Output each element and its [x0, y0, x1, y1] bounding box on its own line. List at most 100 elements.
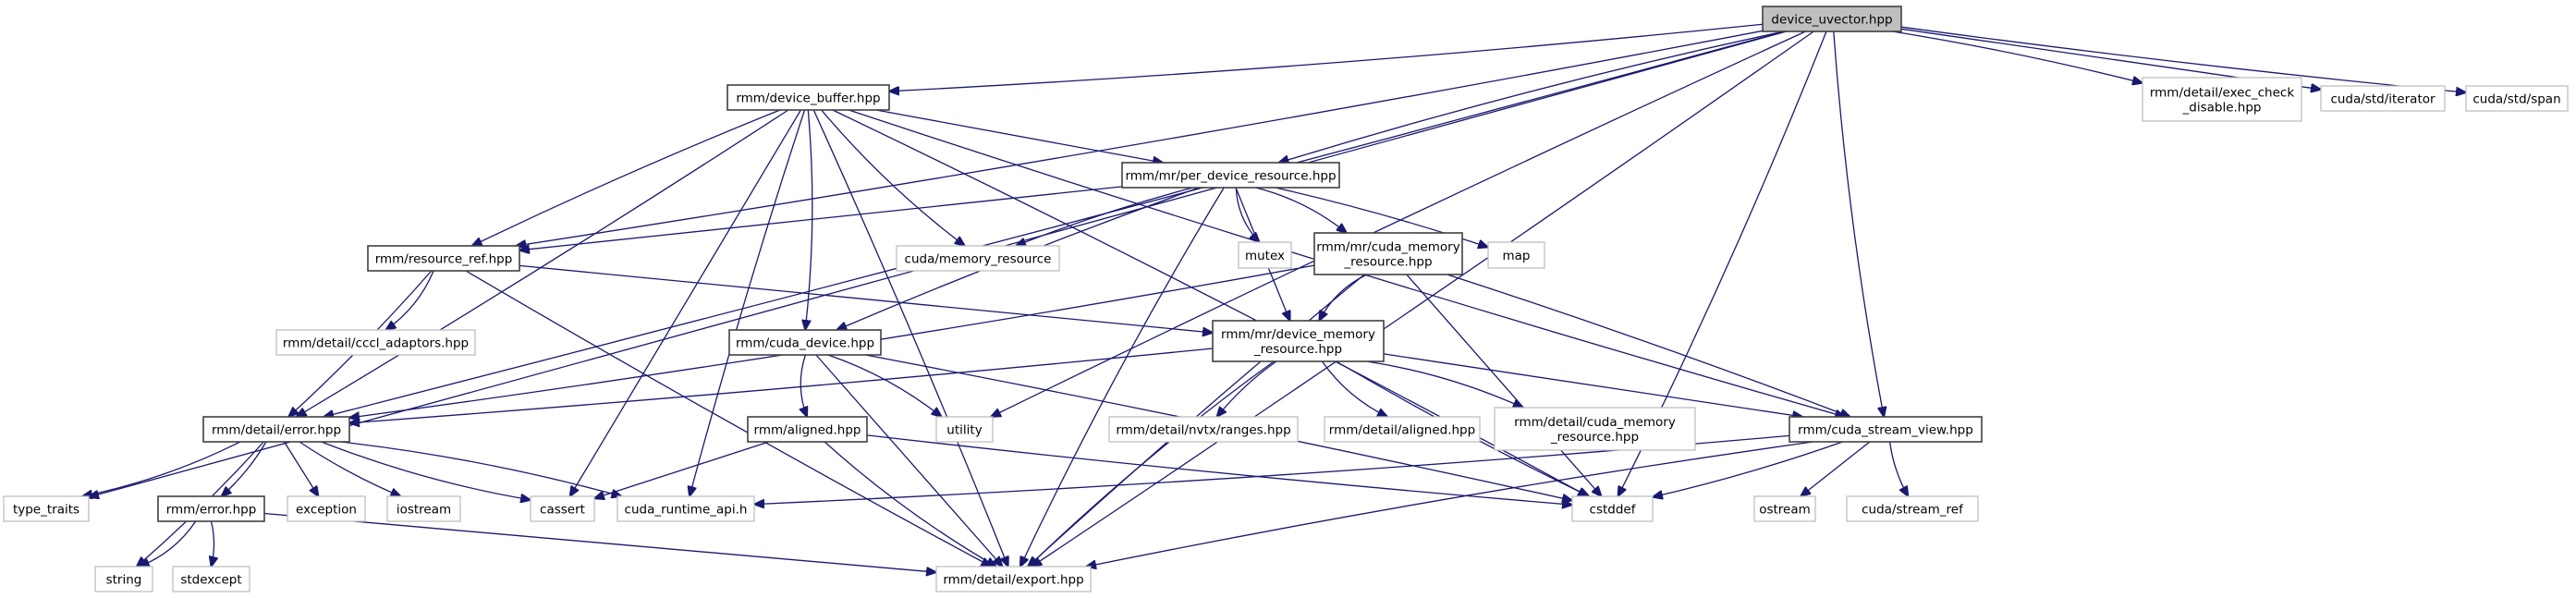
edge-stream_view-to-stream_ref	[1888, 441, 1909, 496]
edge-device_mr-to-detail_cuda_mr	[1366, 360, 1523, 408]
node-box	[935, 566, 1092, 592]
node-label: _resource.hpp	[1550, 430, 1639, 445]
node-box	[1324, 416, 1481, 443]
node-cuda_device[interactable]: rmm/cuda_device.hpp	[728, 329, 882, 356]
edge-device_buffer-to-export	[812, 109, 1007, 567]
edge-device_mr-to-export	[1029, 360, 1275, 567]
node-type_traits: type_traits	[3, 495, 90, 522]
node-device_buffer[interactable]: rmm/device_buffer.hpp	[726, 84, 890, 111]
edge-device_mr-to-detail_error	[349, 348, 1214, 423]
node-box	[1789, 416, 1983, 443]
edge-mr_cuda_mr-to-stream_view	[1447, 274, 1850, 417]
edge-detail_error-to-iostream	[299, 441, 401, 496]
node-label: utility	[946, 423, 982, 438]
node-uvector[interactable]: device_uvector.hpp	[1762, 6, 1902, 32]
node-ostream: ostream	[1753, 495, 1816, 522]
node-label: cuda/stream_ref	[1862, 503, 1964, 518]
edge-error-to-string	[140, 520, 197, 567]
node-box	[2320, 85, 2446, 112]
node-memory_resource: cuda/memory_resource	[896, 245, 1060, 272]
node-label: rmm/resource_ref.hpp	[375, 252, 513, 267]
edge-uvector-to-device_buffer	[889, 23, 1764, 92]
node-label: rmm/mr/device_memory	[1221, 327, 1375, 342]
node-box	[896, 245, 1060, 272]
edge-per_device-to-resource_ref	[519, 186, 1123, 250]
node-label: stdexcept	[180, 573, 241, 588]
node-box	[935, 416, 994, 443]
edge-device_buffer-to-cuda_device	[805, 109, 813, 330]
node-detail_error[interactable]: rmm/detail/error.hpp	[202, 416, 350, 443]
node-box	[94, 566, 153, 592]
node-box	[1753, 495, 1816, 522]
node-label: cuda_runtime_api.h	[625, 503, 748, 518]
edge-device_buffer-to-memory_resource	[821, 109, 965, 246]
edge-device_mr-to-detail_aligned	[1321, 360, 1387, 417]
node-label: cuda/memory_resource	[905, 252, 1052, 267]
node-box	[1121, 162, 1340, 189]
node-label: rmm/detail/exec_check	[2150, 86, 2294, 101]
node-std_iterator: cuda/std/iterator	[2320, 85, 2446, 112]
edge-uvector-to-exec_check	[1892, 31, 2143, 83]
node-box	[3, 495, 90, 522]
edge-mr_cuda_mr-to-cstddef	[1406, 274, 1602, 496]
edge-per_device-to-memory_resource	[1016, 187, 1193, 246]
node-exception: exception	[287, 495, 366, 522]
node-label: ostream	[1759, 503, 1811, 518]
node-aligned[interactable]: rmm/aligned.hpp	[747, 416, 868, 443]
node-label: device_uvector.hpp	[1771, 13, 1892, 28]
edge-device_buffer-to-resource_ref	[472, 109, 781, 246]
node-box	[287, 495, 366, 522]
node-mutex: mutex	[1238, 241, 1292, 269]
node-box	[1846, 495, 1979, 522]
node-map: map	[1487, 241, 1545, 269]
node-box	[1571, 495, 1654, 522]
node-label: _disable.hpp	[2182, 101, 2262, 116]
node-cassert: cassert	[530, 495, 595, 522]
edge-detail_error-to-cassert	[321, 441, 531, 500]
node-label: string	[106, 573, 142, 588]
edge-resource_ref-to-device_mr	[519, 264, 1213, 333]
edge-device_mr-to-stream_view	[1383, 353, 1802, 417]
node-runtime_api: cuda_runtime_api.h	[617, 495, 755, 522]
edge-cuda_device-to-utility	[827, 354, 942, 417]
node-label: rmm/cuda_stream_view.hpp	[1798, 423, 1973, 438]
edge-detail_error-to-runtime_api	[340, 441, 622, 496]
node-error[interactable]: rmm/error.hpp	[157, 495, 265, 522]
edge-resource_ref-to-cccl	[385, 270, 434, 330]
node-nvtx: rmm/detail/nvtx/ranges.hpp	[1108, 416, 1299, 443]
node-box	[1494, 407, 1696, 451]
node-per_device[interactable]: rmm/mr/per_device_resource.hpp	[1121, 162, 1340, 189]
node-label: rmm/detail/aligned.hpp	[1329, 423, 1475, 438]
node-cccl: rmm/detail/cccl_adaptors.hpp	[275, 329, 476, 356]
edge-aligned-to-cassert	[594, 441, 770, 498]
node-box	[728, 329, 882, 356]
node-mr_cuda_mr[interactable]: rmm/mr/cuda_memory_resource.hpp	[1313, 232, 1463, 275]
edge-per_device-to-mr_cuda_mr	[1255, 187, 1347, 233]
node-detail_aligned: rmm/detail/aligned.hpp	[1324, 416, 1481, 443]
edge-per_device-to-export	[1020, 187, 1225, 567]
edge-error-to-stdexcept	[212, 520, 214, 567]
node-label: cstddef	[1590, 503, 1637, 518]
node-resource_ref[interactable]: rmm/resource_ref.hpp	[367, 245, 520, 272]
node-label: exception	[296, 503, 357, 518]
edge-uvector-to-export	[1032, 31, 1814, 567]
node-label: rmm/cuda_device.hpp	[736, 336, 874, 351]
node-label: rmm/detail/export.hpp	[943, 573, 1083, 588]
node-box	[1487, 241, 1545, 269]
node-label: rmm/detail/cuda_memory	[1514, 415, 1676, 430]
node-box	[1762, 6, 1902, 32]
edge-stream_view-to-ostream	[1801, 441, 1871, 496]
edge-uvector-to-resource_ref	[516, 30, 1764, 246]
node-device_mr[interactable]: rmm/mr/device_memory_resource.hpp	[1212, 320, 1385, 362]
node-label: rmm/device_buffer.hpp	[736, 92, 880, 106]
edges-layer	[82, 23, 2466, 572]
edge-device_mr-to-nvtx	[1217, 360, 1277, 417]
node-utility: utility	[935, 416, 994, 443]
node-stream_view[interactable]: rmm/cuda_stream_view.hpp	[1789, 416, 1983, 443]
node-box	[367, 245, 520, 272]
node-stdexcept: stdexcept	[172, 566, 250, 592]
node-iostream: iostream	[386, 495, 461, 522]
node-export: rmm/detail/export.hpp	[935, 566, 1092, 592]
